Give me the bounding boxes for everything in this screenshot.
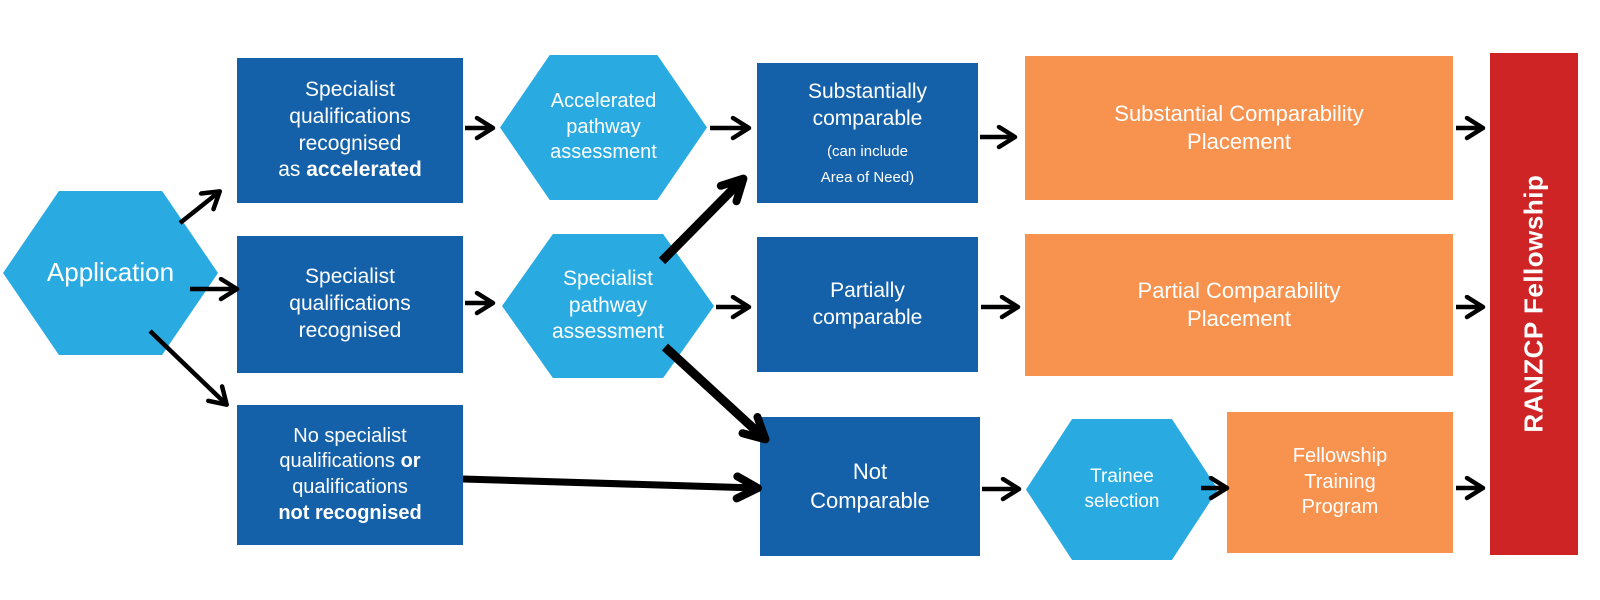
node-accelerated-qualifications: Specialist qualifications recognised as … xyxy=(237,58,463,203)
text-note: (can include xyxy=(827,142,908,160)
node-substantially-comparable: Substantially comparable (can include Ar… xyxy=(757,63,978,203)
text-line: Specialist xyxy=(563,266,653,290)
node-specialist-qualifications: Specialist qualifications recognised xyxy=(237,236,463,373)
text-line: Partially xyxy=(830,278,905,302)
text-line: assessment xyxy=(551,320,665,344)
text-line: qualifications xyxy=(292,476,408,498)
text-line: Substantial Comparability xyxy=(1114,100,1364,126)
text-line: No specialist xyxy=(293,424,407,447)
arrow-spechex-to-substbox xyxy=(658,174,748,265)
text-line: Trainee xyxy=(1090,466,1154,488)
arrow-spechex-to-notcomparable xyxy=(661,343,770,444)
text-line: assessment xyxy=(550,141,657,164)
text-line: pathway xyxy=(566,115,641,138)
text-line: comparable xyxy=(812,106,923,130)
text-note: Area of Need) xyxy=(820,168,915,186)
node-fellowship-training-program: Fellowship Training Program xyxy=(1227,412,1453,553)
text-line: Comparable xyxy=(810,487,930,513)
node-application: Application xyxy=(3,191,218,355)
text-line: Substantially xyxy=(807,79,928,103)
node-partial-comparability-placement: Partial Comparability Placement xyxy=(1025,234,1453,376)
text-line: Placement xyxy=(1187,129,1291,154)
text-line: Accelerated xyxy=(550,90,657,113)
text-line: not recognised xyxy=(278,501,422,524)
arrow-application-to-accelerated-box xyxy=(178,192,219,225)
text-line: as accelerated xyxy=(278,158,422,182)
text-line: Not xyxy=(852,459,888,485)
node-application-label: Application xyxy=(46,257,175,288)
text-line: Specialist xyxy=(305,265,395,289)
text-line: Placement xyxy=(1187,306,1291,331)
text-line: Fellowship xyxy=(1292,445,1388,468)
text-line: recognised xyxy=(298,318,402,342)
text-line: qualifications or xyxy=(279,450,421,473)
node-accelerated-pathway-assessment: Accelerated pathway assessment xyxy=(500,55,707,200)
node-partially-comparable: Partially comparable xyxy=(757,237,978,372)
text-line: qualifications xyxy=(289,292,411,316)
node-substantial-comparability-placement: Substantial Comparability Placement xyxy=(1025,56,1453,200)
text-line: recognised xyxy=(298,131,402,155)
text-line: selection xyxy=(1084,490,1160,512)
text-line: Training xyxy=(1304,470,1376,493)
text-line: comparable xyxy=(812,305,923,329)
arrow-noqualbox-to-notcomparable xyxy=(462,472,762,503)
node-ranzcp-fellowship-label: RANZCP Fellowship xyxy=(1518,175,1549,433)
text-line: Specialist xyxy=(305,77,395,101)
text-line: qualifications xyxy=(289,104,411,128)
node-no-specialist-qualifications: No specialist qualifications or qualific… xyxy=(237,405,463,545)
text-line: pathway xyxy=(568,293,648,317)
node-specialist-pathway-assessment: Specialist pathway assessment xyxy=(502,234,714,378)
node-trainee-selection: Trainee selection xyxy=(1026,419,1218,560)
text-line: Program xyxy=(1301,496,1379,519)
node-not-comparable: Not Comparable xyxy=(760,417,980,556)
node-ranzcp-fellowship: RANZCP Fellowship xyxy=(1490,53,1578,555)
text-line: Partial Comparability xyxy=(1137,277,1341,303)
